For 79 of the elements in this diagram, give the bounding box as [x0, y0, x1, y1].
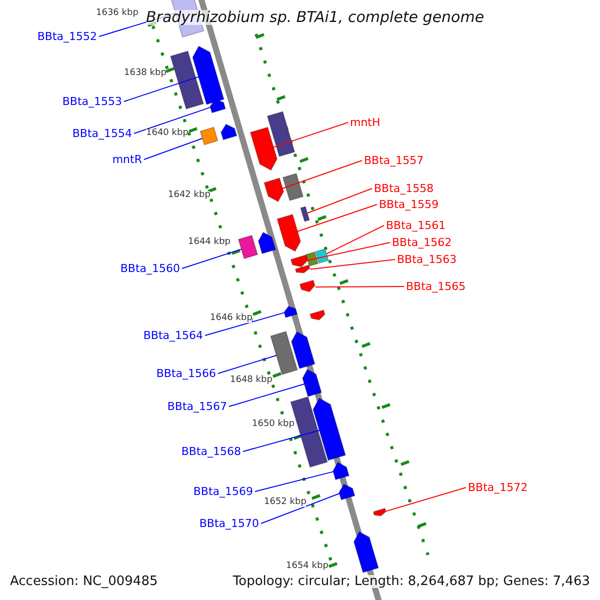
gene-block	[305, 251, 319, 267]
scale-label: 1646 kbp	[210, 314, 252, 323]
gene-label: BBta_1568	[181, 446, 241, 457]
leader-line	[326, 225, 384, 254]
leader-line	[228, 384, 305, 407]
gene-label: BBta_1562	[392, 237, 452, 248]
gene-label: BBta_1552	[37, 31, 97, 42]
gene-label: BBta_1553	[62, 96, 122, 107]
leader-line	[242, 430, 320, 452]
gene-block	[238, 234, 258, 260]
gene-block	[314, 248, 330, 264]
gene-label: BBta_1559	[379, 199, 439, 210]
scale-label: 1652 kbp	[264, 498, 306, 507]
gene-label: BBta_1554	[72, 128, 132, 139]
gene-block	[284, 306, 298, 318]
gene-label: BBta_1570	[199, 518, 259, 529]
gene-label: BBta_1561	[386, 220, 446, 231]
leader-line	[124, 76, 199, 102]
scale-label: 1642 kbp	[168, 191, 210, 200]
gene-label: BBta_1563	[397, 254, 457, 265]
leader-line	[260, 493, 340, 524]
gene-block	[250, 126, 278, 171]
gene-block	[332, 462, 350, 480]
leader-line	[134, 106, 211, 134]
gene-block	[353, 531, 379, 574]
leader-line	[254, 471, 334, 492]
gene-block	[200, 126, 218, 146]
gene-block	[294, 264, 310, 274]
gene-block	[192, 46, 224, 105]
leader-line	[385, 487, 466, 512]
scale-label: 1650 kbp	[252, 420, 294, 429]
gene-block	[170, 50, 204, 110]
gene-label: BBta_1560	[120, 263, 180, 274]
gene-block	[372, 508, 386, 516]
gene-block	[276, 214, 302, 252]
scale-label: 1638 kbp	[124, 69, 166, 78]
gene-block	[282, 172, 304, 202]
genome-info-text: Topology: circular; Length: 8,264,687 bp; Genes: 7,463	[232, 575, 590, 588]
gene-block	[220, 124, 238, 140]
leader-line	[307, 242, 390, 261]
gene-block	[299, 280, 316, 292]
gene-block	[302, 368, 322, 398]
accession-text: Accession: NC_009485	[10, 575, 158, 588]
scale-label: 1640 kbp	[146, 129, 188, 138]
gene-block	[290, 254, 308, 268]
leader-line	[297, 204, 378, 232]
leader-line	[144, 138, 203, 160]
gene-block	[290, 331, 316, 370]
gene-block	[338, 484, 356, 500]
leader-line	[314, 286, 404, 288]
leader-line	[218, 354, 277, 374]
diagram-title: Bradyrhizobium sp. BTAi1, complete genome	[146, 10, 484, 25]
gene-label: BBta_1569	[193, 486, 253, 497]
leader-line	[182, 248, 242, 269]
gene-label: mntR	[112, 154, 142, 165]
gene-block	[264, 178, 284, 202]
gene-block	[266, 110, 296, 158]
gene-label: mntH	[350, 117, 380, 128]
leader-line	[282, 160, 362, 189]
gene-block	[310, 310, 326, 320]
gene-label: BBta_1557	[364, 155, 424, 166]
scale-label: 1644 kbp	[188, 238, 230, 247]
gene-label: BBta_1558	[374, 183, 434, 194]
leader-line	[306, 188, 372, 214]
leader-line	[273, 122, 348, 148]
scale-label: 1648 kbp	[230, 376, 272, 385]
gene-label: BBta_1565	[406, 281, 466, 292]
leader-line	[310, 259, 396, 270]
gene-block	[210, 98, 226, 114]
gene-label: BBta_1564	[143, 330, 203, 341]
gene-label: BBta_1567	[167, 401, 227, 412]
scale-label: 1636 kbp	[96, 9, 138, 18]
gene-label: BBta_1572	[468, 482, 528, 493]
gene-block	[270, 330, 298, 376]
leader-line	[204, 312, 285, 336]
gene-label: BBta_1566	[156, 368, 216, 379]
gene-block	[312, 398, 346, 461]
scale-label: 1654 kbp	[286, 562, 328, 571]
gene-block	[300, 206, 310, 222]
